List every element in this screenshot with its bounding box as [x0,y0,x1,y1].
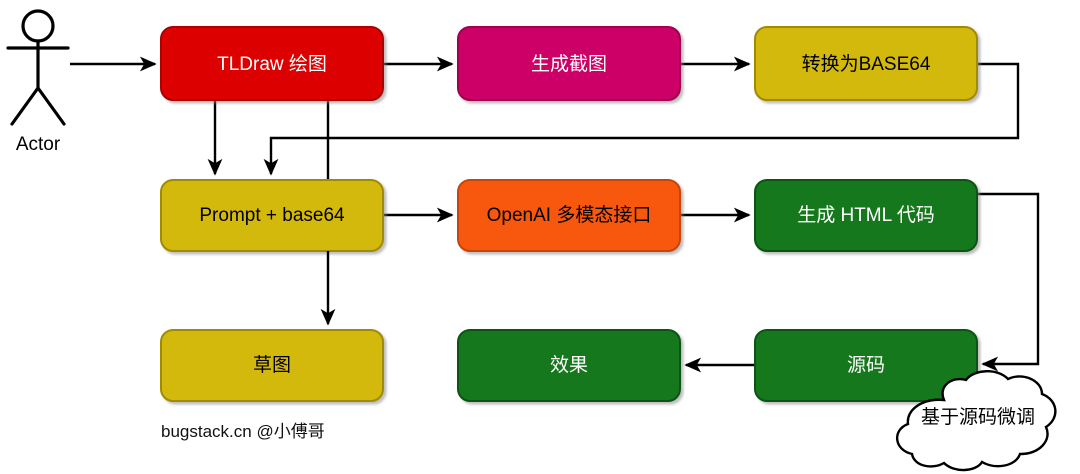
node-openai-label: OpenAI 多模态接口 [487,204,652,226]
node-screenshot-label: 生成截图 [531,53,607,75]
cloud-shape-icon [896,370,1057,472]
edge-base64-to-prompt [263,62,1020,176]
node-tldraw[interactable]: TLDraw 绘图 [160,26,384,101]
actor-label: Actor [16,134,61,155]
node-sourcecode[interactable]: 源码 [754,329,978,402]
node-result[interactable]: 效果 [457,329,681,402]
node-prompt[interactable]: Prompt + base64 [160,179,384,252]
node-sketch-box[interactable] [160,329,384,402]
node-result-box[interactable] [457,329,681,402]
node-tldraw-box[interactable] [160,26,384,101]
node-sourcecode-box[interactable] [754,329,978,402]
node-prompt-box[interactable] [160,179,384,252]
cloud-annotation-label: 基于源码微调 [921,406,1035,428]
edge-layer [70,56,1040,373]
edge-genhtml-to-sourcecode [977,192,1040,372]
node-openai[interactable]: OpenAI 多模态接口 [457,179,681,252]
node-genhtml-box[interactable] [754,179,978,252]
node-base64[interactable]: 转换为BASE64 [754,26,978,101]
node-screenshot[interactable]: 生成截图 [457,26,681,101]
actor-figure: Actor [6,9,70,155]
node-base64-label: 转换为BASE64 [802,53,931,75]
node-genhtml-label: 生成 HTML 代码 [797,204,935,226]
cloud-annotation[interactable]: 基于源码微调 [896,370,1057,472]
node-sketch[interactable]: 草图 [160,329,384,402]
node-prompt-label: Prompt + base64 [199,205,345,226]
actor-left-leg-line [10,86,40,126]
actor-right-leg-line [36,86,66,126]
node-sourcecode-label: 源码 [847,354,885,376]
node-sketch-label: 草图 [253,354,291,376]
actor-head-icon [21,9,55,43]
node-screenshot-box[interactable] [457,26,681,101]
node-base64-box[interactable] [754,26,978,101]
node-result-label: 效果 [550,354,588,376]
credit-label: bugstack.cn @小傅哥 [161,422,325,441]
node-tldraw-label: TLDraw 绘图 [217,53,327,75]
node-genhtml[interactable]: 生成 HTML 代码 [754,179,978,252]
node-openai-box[interactable] [457,179,681,252]
